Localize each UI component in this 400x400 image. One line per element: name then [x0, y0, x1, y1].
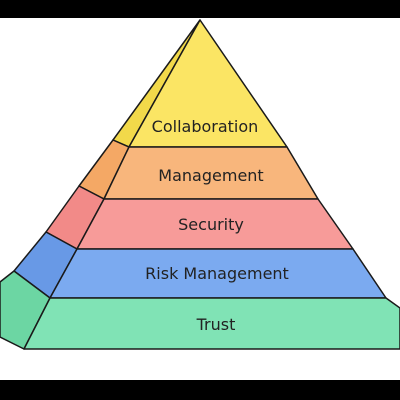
tier-label-trust: Trust: [196, 315, 236, 334]
tier-label-collaboration: Collaboration: [152, 117, 259, 136]
tier-label-security: Security: [178, 215, 244, 234]
tier-side-trust: [0, 270, 51, 350]
tier-label-risk-management: Risk Management: [145, 264, 289, 283]
tier-trust[interactable]: [23, 297, 400, 350]
tier-label-management: Management: [158, 166, 263, 185]
